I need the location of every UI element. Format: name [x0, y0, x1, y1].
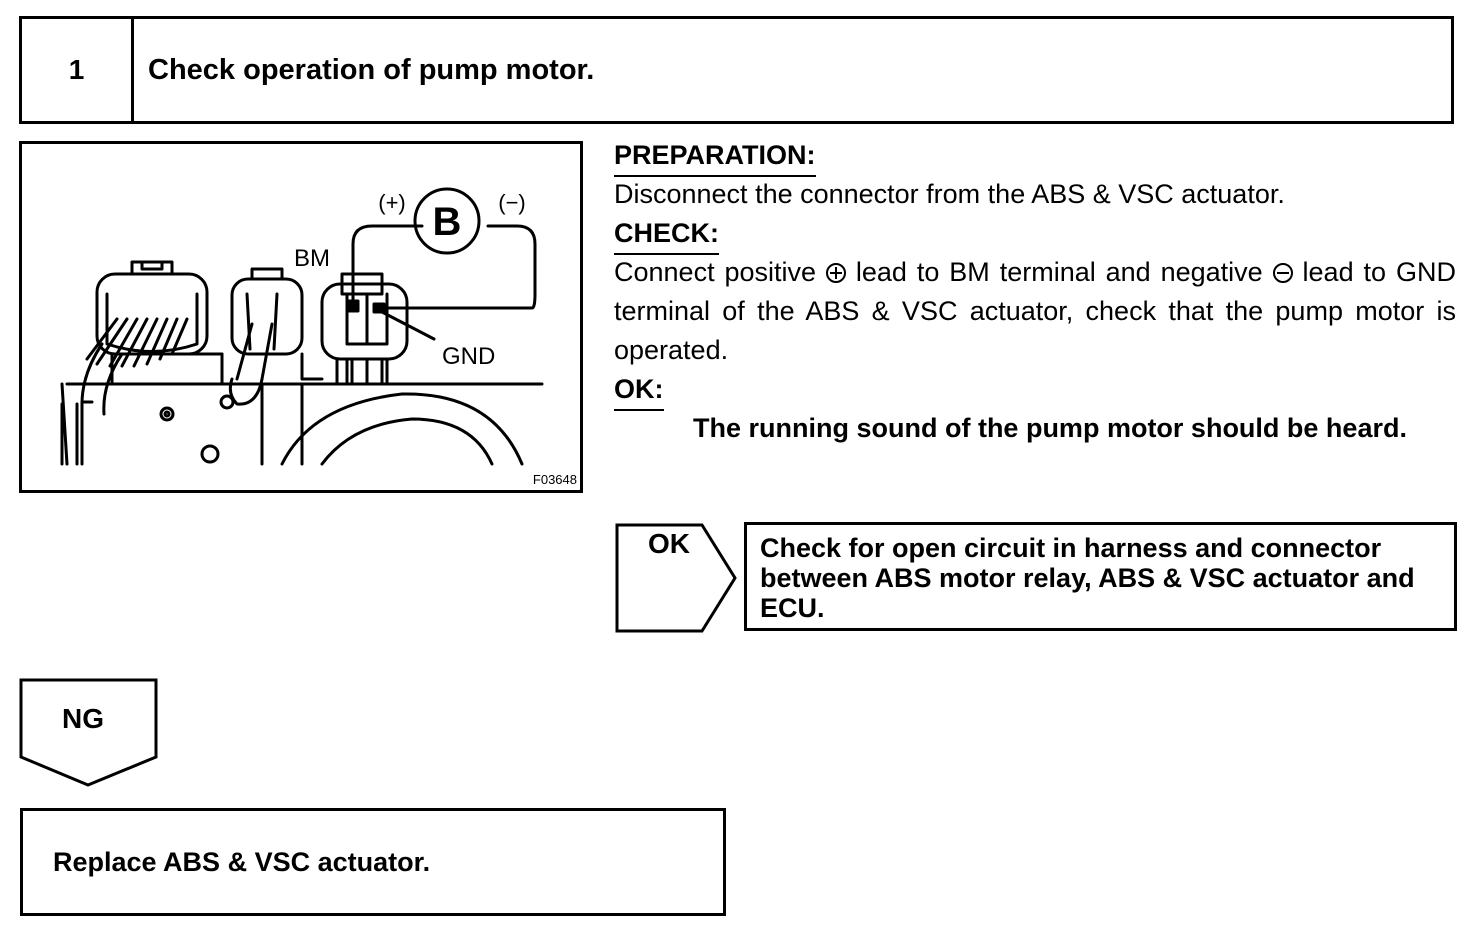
- ok-tag-label: OK: [648, 528, 690, 559]
- bm-label: BM: [294, 245, 330, 272]
- ok-arrow-tag: [615, 523, 737, 633]
- actuator-diagram: B (+) (−) BM GND F03648: [60, 187, 577, 487]
- left-connector-icon: [95, 272, 209, 356]
- ng-result-box: Replace ABS & VSC actuator.: [20, 808, 726, 916]
- step-header: 1 Check operation of pump motor.: [19, 16, 1454, 124]
- preparation-text: Disconnect the connector from the ABS & …: [614, 179, 1285, 209]
- ok-heading: OK:: [614, 370, 664, 411]
- negative-terminal-label: (−): [498, 190, 526, 215]
- figure-code: F03648: [533, 472, 577, 487]
- plus-in-circle-icon: [825, 263, 846, 283]
- check-text-part2: lead to BM terminal and negative: [855, 257, 1263, 287]
- battery-label: B: [433, 200, 462, 244]
- ok-criteria-text: The running sound of the pump motor shou…: [693, 413, 1407, 443]
- gnd-label: GND: [442, 343, 495, 370]
- actuator-illustration: B (+) (−) BM GND F03648: [19, 141, 583, 493]
- check-text-part1: Connect positive: [614, 257, 817, 287]
- check-heading: CHECK:: [614, 214, 719, 255]
- check-text: Connect positive lead to BM terminal and…: [614, 253, 1456, 370]
- pump-housing-icon: [280, 392, 524, 466]
- check-text-part3: lead to GND terminal of the ABS & VSC ac…: [614, 257, 1456, 365]
- preparation-heading: PREPARATION:: [614, 136, 816, 177]
- ng-arrow-tag: [19, 678, 158, 787]
- left-harness-icon: [80, 342, 124, 416]
- positive-lead: [351, 224, 424, 308]
- gnd-pointer: [380, 310, 436, 341]
- battery-icon: [413, 187, 481, 255]
- middle-connector-icon: [230, 277, 304, 356]
- step-title: Check operation of pump motor.: [148, 53, 595, 86]
- ng-tag-label: NG: [62, 703, 104, 734]
- negative-lead: [377, 224, 537, 310]
- step-number: 1: [22, 19, 134, 121]
- middle-harness-icon: [228, 377, 264, 406]
- screw-icon: [159, 406, 175, 422]
- positive-terminal-label: (+): [378, 190, 406, 215]
- minus-in-circle-icon: [1272, 263, 1293, 283]
- ok-result-box: Check for open circuit in harness and co…: [744, 522, 1457, 631]
